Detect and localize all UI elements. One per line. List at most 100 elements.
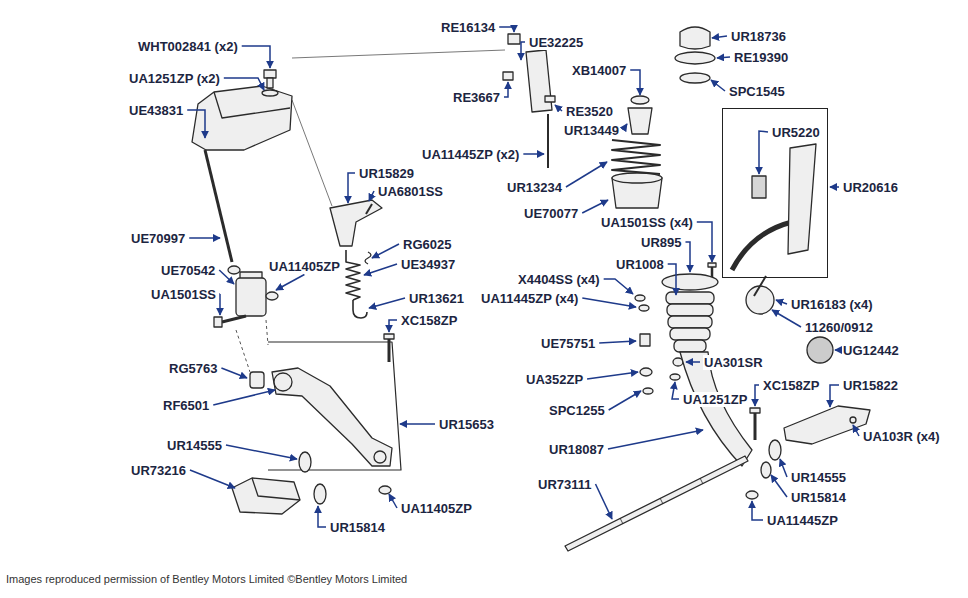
leader-line [189,237,220,239]
illustration-part [262,90,278,96]
illustration-part [292,50,505,58]
leader-line [672,382,679,399]
part-number: UR1008 [615,257,665,272]
leader-line [853,425,859,436]
illustration-part [250,372,264,388]
part-number: UR20616 [842,180,899,195]
illustration-part [292,50,505,206]
illustration-part [754,276,766,296]
leader-line [187,110,205,138]
part-box: UR5220 [722,108,828,278]
credit-caption: Images reproduced permission of Bentley … [6,573,407,585]
illustration-part [631,96,649,104]
illustration-part [565,456,748,551]
illustration-part [374,451,386,463]
leader-line [369,298,405,308]
part-number: XB14007 [571,63,627,78]
part-number: UR15653 [438,417,495,432]
leader-line [755,385,759,406]
part-number: RG5763 [168,361,218,376]
part-number: UR73111 [537,477,593,492]
leader-line [213,390,275,405]
illustration-part [292,100,332,206]
leader-line [830,385,839,407]
illustration-part [668,316,712,328]
leader-line [221,368,247,378]
part-number: UE70997 [130,231,186,246]
leader-line [389,494,397,508]
illustration-part [379,486,391,494]
leader-line [776,300,787,304]
leader-line [711,80,725,91]
part-number: UR13449 [563,123,620,138]
illustration-part [662,274,718,290]
part-number: UA301SR [703,355,764,370]
leader-line [830,186,839,188]
part-number: UE34937 [400,257,456,272]
part-number: UE70077 [523,206,579,221]
leader-line [772,310,801,327]
leader-line [348,173,355,203]
part-number: RE19390 [733,50,789,65]
part-number: SPC1255 [548,403,606,418]
illustration-part [236,320,268,372]
illustration-part [750,408,760,413]
illustration-part [299,452,311,472]
illustration-part [192,86,292,150]
part-number: UA103R (x4) [862,429,941,444]
leader-line [499,27,514,32]
illustration-part [314,484,326,504]
leader-line [389,320,397,332]
leader-line [566,162,607,187]
leader-line [521,42,525,60]
part-number: RE16134 [440,20,496,35]
leader-line [582,200,608,213]
leader-line [596,484,613,519]
illustration-part [612,173,662,183]
leader-line [226,445,297,459]
illustration-part [732,222,792,270]
illustration-part [384,334,394,339]
illustration-part [272,368,392,466]
part-number: UR13234 [506,180,563,195]
illustration-part [788,144,816,254]
part-number: UE75751 [540,336,596,351]
illustration-part [640,334,650,346]
illustration-part [547,114,549,168]
illustration-part [353,300,367,318]
part-number: UA352ZP [525,372,584,387]
illustration-part [620,478,703,524]
illustration-part [330,200,382,246]
illustration-part [635,295,645,301]
illustration-part [640,368,652,376]
leader-line [219,294,221,315]
leader-line [599,341,636,343]
illustration-part [508,34,520,44]
leader-line [523,153,544,155]
leader-line [400,423,435,425]
part-number: UA1501SS [150,287,217,302]
part-number: UR15829 [358,166,415,181]
illustration-part [639,305,649,311]
illustration-part [503,72,513,80]
illustration-part [680,27,710,49]
illustration-part [850,417,856,423]
leader-line [504,82,508,97]
part-number: UG12442 [842,343,900,358]
illustration-part [670,374,680,380]
leader-line [364,264,397,275]
part-number: UR15814 [329,520,386,535]
leader-line [318,506,326,527]
illustration-part [222,316,246,322]
illustration-part [754,413,757,440]
illustration-part [388,339,391,362]
part-number: UE70542 [160,263,216,278]
leader-line [582,298,636,307]
illustration-part [274,373,292,391]
illustration-part [214,317,222,327]
illustration-part [674,340,706,352]
illustration-part [264,70,276,78]
part-number: UR18736 [730,29,787,44]
part-number: UA11445ZP (x2) [421,147,520,162]
illustration-part [365,252,371,264]
